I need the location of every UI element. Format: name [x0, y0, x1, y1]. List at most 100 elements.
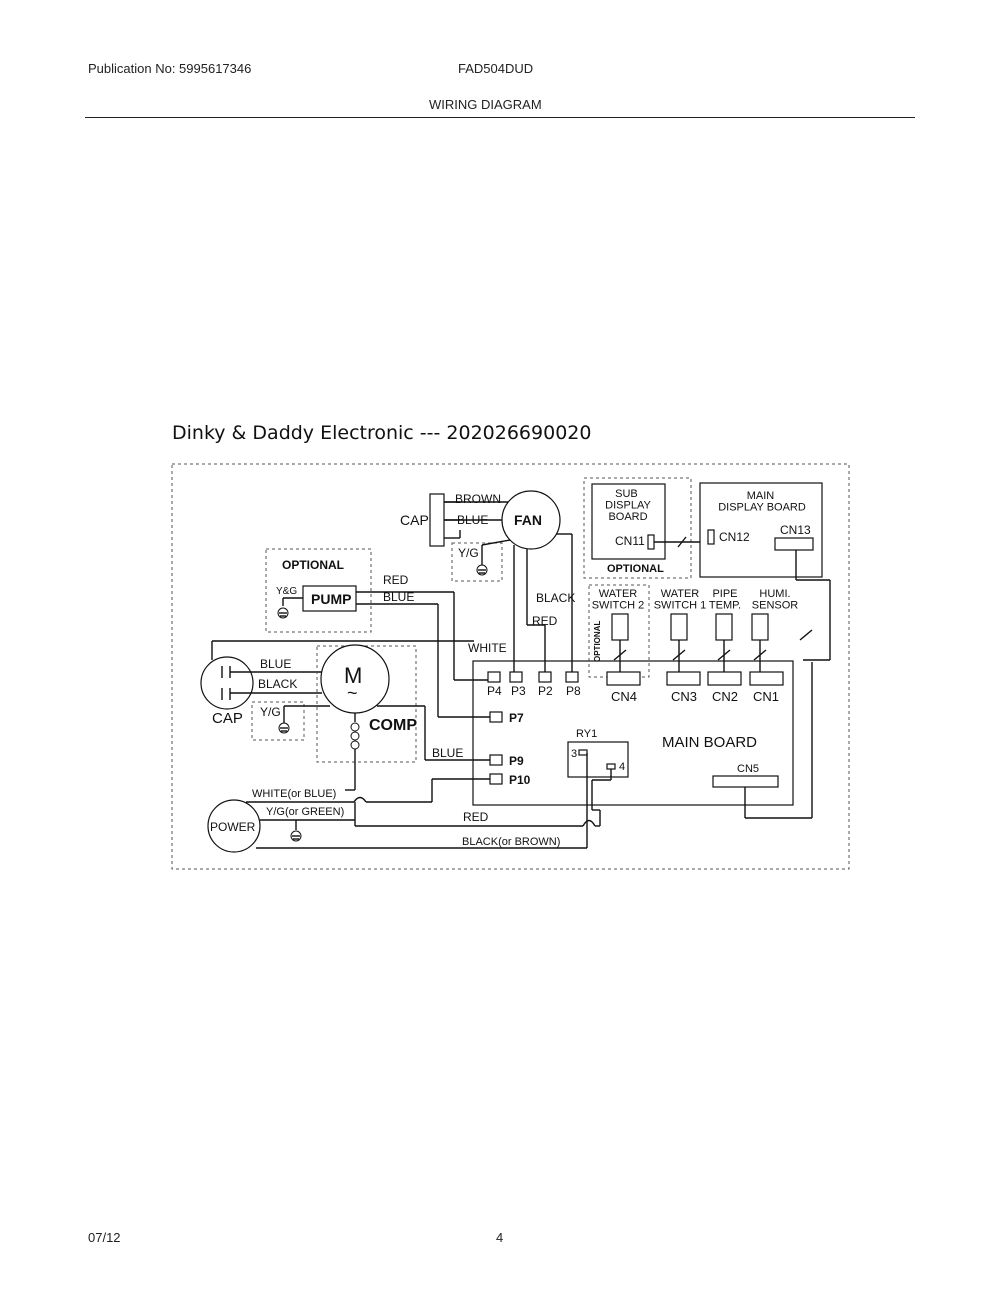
pump-yg-label: Y&G: [276, 586, 297, 597]
comp-ground-box: [251, 701, 305, 741]
cn2-label: CN2: [712, 689, 738, 704]
p7-terminal: [489, 711, 503, 723]
compressor-box: [316, 645, 417, 763]
p3-label: P3: [511, 684, 526, 698]
p10-terminal: [489, 773, 503, 785]
fan-yg-label: Y/G: [458, 546, 479, 560]
power-label: POWER: [210, 820, 256, 834]
sub-display-optional-box: [583, 477, 692, 579]
cn12-label: CN12: [719, 530, 750, 544]
wire-black-fan-label: BLACK: [536, 591, 575, 605]
cn11-label: CN11: [615, 534, 645, 548]
ry1-pin3: [578, 749, 588, 756]
p8-label: P8: [566, 684, 581, 698]
ry1-pin4: [606, 763, 616, 770]
motor-tilde-label: ~: [347, 683, 358, 703]
p2-label: P2: [538, 684, 553, 698]
cn4-connector: [606, 671, 641, 686]
wire-blue-p9-label: BLUE: [432, 746, 463, 760]
fan-ground-box: [451, 542, 503, 582]
cn11-connector: [647, 534, 655, 550]
wire-blue-pump-label: BLUE: [383, 590, 414, 604]
fan-capacitor: [429, 493, 445, 547]
header-rule: [85, 117, 915, 118]
pump: [302, 585, 357, 612]
p4-label: P4: [487, 684, 502, 698]
wire-yg-or-green-label: Y/G(or GREEN): [266, 806, 344, 818]
ry1-pin4-label: 4: [619, 761, 625, 773]
fan-ground-icon: [476, 564, 488, 576]
cn13-label: CN13: [780, 523, 811, 537]
wire-blue-fan-label: BLUE: [457, 513, 488, 527]
main-display-board: [699, 482, 823, 578]
motor-m-label: M: [344, 663, 362, 688]
overload-protector-icon: [350, 713, 360, 760]
comp-cap-label: CAP: [212, 710, 243, 727]
cn5-connector: [712, 775, 779, 788]
cn3-connector: [666, 671, 701, 686]
fan-motor: [501, 490, 561, 550]
sub-display-optional-label: OPTIONAL: [607, 563, 664, 575]
ry1-label: RY1: [576, 728, 597, 740]
cn12-connector: [707, 529, 715, 545]
wire-brown-label: BROWN: [455, 492, 501, 506]
fan-cap-label: CAP: [400, 512, 429, 528]
wire-blue-comp-label: BLUE: [260, 657, 291, 671]
cn3-label: CN3: [671, 689, 697, 704]
cn1-label: CN1: [753, 689, 779, 704]
power-ground-icon: [290, 830, 302, 842]
cn5-label: CN5: [737, 763, 759, 775]
p10-label: P10: [509, 773, 531, 787]
diagram-title: Dinky & Daddy Electronic --- 20202669002…: [172, 422, 592, 444]
p3-terminal: [509, 671, 523, 683]
compressor-capacitor: [200, 656, 254, 710]
main-display-label: MAIN DISPLAY BOARD: [718, 490, 806, 514]
humi-sensor: [751, 613, 769, 641]
main-board: [472, 660, 794, 806]
comp-ground-icon: [278, 722, 290, 734]
humi-sensor-label: HUMI.SENSOR: [752, 588, 799, 612]
wire-black-comp-label: BLACK: [258, 677, 297, 691]
pump-ground-icon: [277, 607, 289, 619]
wire-white-or-blue-label: WHITE(or BLUE): [252, 788, 336, 800]
optional-vertical-label: OPTIONAL: [593, 621, 602, 662]
p7-label: P7: [509, 711, 524, 725]
p9-label: P9: [509, 754, 524, 768]
diagram-frame: [171, 463, 850, 870]
cn4-label: CN4: [611, 689, 637, 704]
publication-number: Publication No: 5995617346: [88, 61, 252, 76]
model-number: FAD504DUD: [458, 61, 534, 76]
cn2-connector: [707, 671, 742, 686]
cn1-connector: [749, 671, 784, 686]
ry1-pin3-label: 3: [571, 748, 577, 760]
pump-optional-box: [265, 548, 372, 633]
comp-label: COMP: [369, 717, 417, 734]
pump-label: PUMP: [311, 591, 351, 607]
p9-terminal: [489, 754, 503, 766]
p4-terminal: [487, 671, 501, 683]
p2-terminal: [538, 671, 552, 683]
water-switch-2: [611, 613, 629, 641]
cn13-connector: [774, 537, 814, 551]
p8-terminal: [565, 671, 579, 683]
water-switch-1: [670, 613, 688, 641]
power-supply: [207, 799, 261, 853]
main-board-label: MAIN BOARD: [662, 734, 757, 751]
footer-date: 07/12: [88, 1230, 121, 1245]
relay-ry1: [567, 741, 629, 778]
fan-label: FAN: [514, 512, 542, 528]
wire-black-or-brown-label: BLACK(or BROWN): [462, 836, 560, 848]
section-title: WIRING DIAGRAM: [429, 97, 542, 112]
wire-red-fan-label: RED: [532, 614, 558, 628]
wire-red-bottom-label: RED: [463, 810, 489, 824]
footer-page-number: 4: [496, 1230, 504, 1245]
wire-red-pump-label: RED: [383, 573, 409, 587]
pump-optional-label: OPTIONAL: [282, 558, 344, 572]
wire-white-label: WHITE: [468, 641, 507, 655]
comp-yg-label: Y/G: [260, 705, 281, 719]
